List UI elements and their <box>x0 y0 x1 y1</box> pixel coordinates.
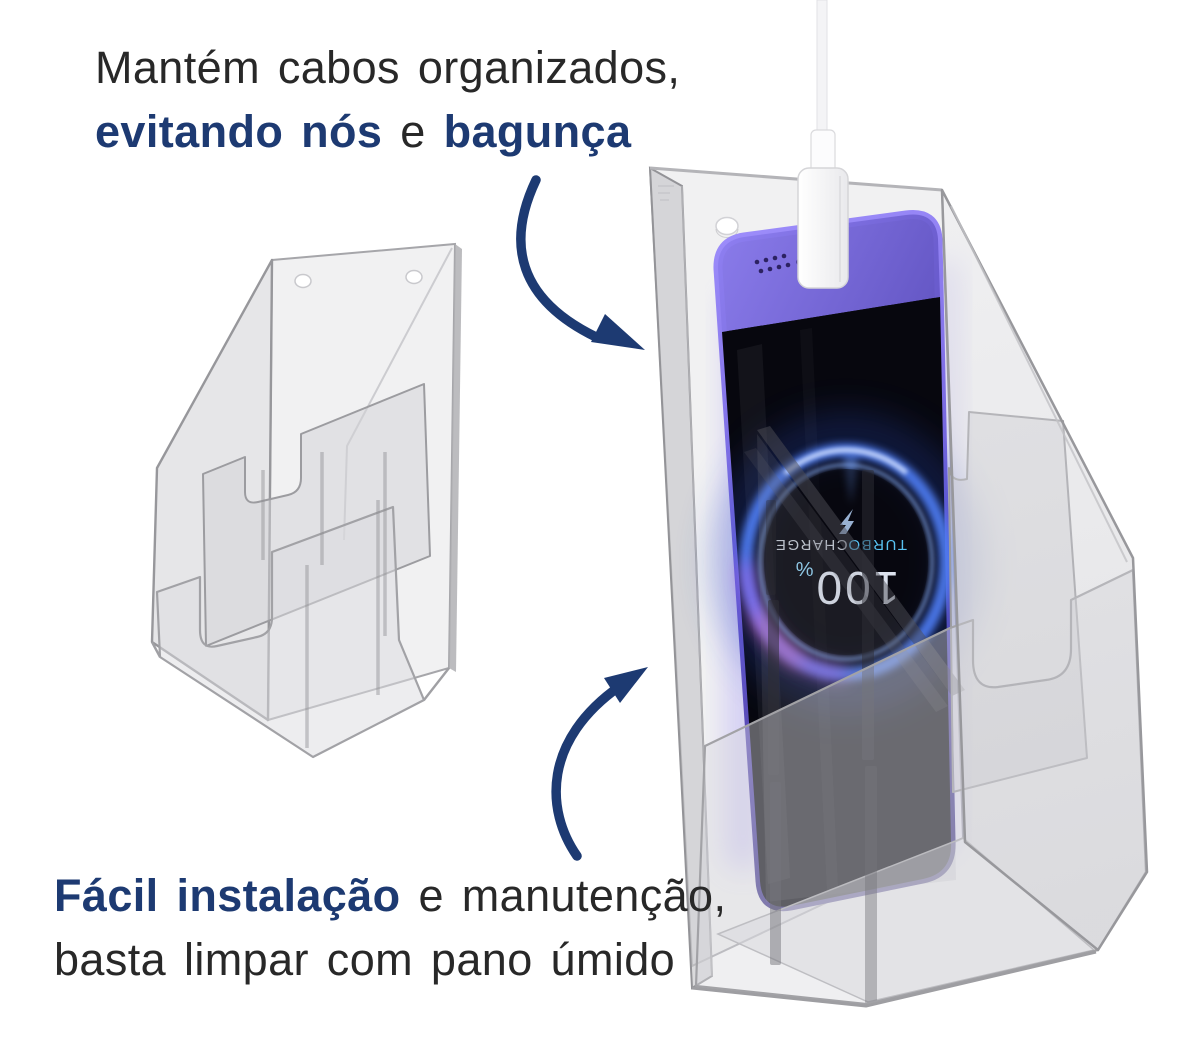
charging-ring <box>716 419 976 705</box>
divider-haze <box>757 434 956 902</box>
cable-wire <box>816 0 828 137</box>
holder-right-left-inner-line <box>681 185 713 977</box>
caption-line: basta limpar com pano úmido <box>54 934 676 985</box>
highlight-text: bagunça <box>443 106 632 157</box>
holder-right-side-panel <box>940 188 1149 952</box>
screw-hole <box>715 216 739 238</box>
holder-right-slope-inner-line <box>950 205 1128 563</box>
holder-left-seams <box>261 452 387 748</box>
caption-line: Fácil instalação e manutenção, <box>54 864 726 928</box>
etched-marks <box>658 185 674 201</box>
cable-plug <box>797 167 849 289</box>
holder-right-bottom-edges <box>691 950 1097 1008</box>
divider-edge-diagonal-2 <box>744 448 948 712</box>
holder-left-divider-panel <box>202 383 431 647</box>
annotation-arrows <box>516 175 648 861</box>
holder-left-edge <box>449 244 462 672</box>
highlight-text: evitando nós <box>95 106 383 157</box>
lightning-bolt-icon <box>839 509 854 534</box>
caption-line: evitando nós e bagunça <box>95 100 680 164</box>
caption-text: e manutenção, <box>400 870 727 921</box>
screw-hole <box>405 269 423 285</box>
screw-hole <box>294 273 312 289</box>
curved-arrow-down-right-icon <box>516 175 645 350</box>
divider-edge-diagonal <box>757 426 965 696</box>
caption-text: e <box>382 106 444 157</box>
acrylic-holder-with-phone-front <box>691 188 1149 1008</box>
holder-left-bottom-edges <box>150 641 450 701</box>
holder-right-top-edge <box>649 166 943 192</box>
usb-cable <box>797 0 849 289</box>
caption-line: Mantém cabos organizados, <box>95 42 681 93</box>
holder-right-seams <box>766 470 877 1004</box>
holder-left-front-panel <box>155 505 426 759</box>
curved-arrow-up-right-icon <box>551 667 648 861</box>
benefit-caption-installation: Fácil instalação e manutenção, basta lim… <box>54 864 726 992</box>
benefit-caption-cables: Mantém cabos organizados, evitando nós e… <box>95 36 680 164</box>
charge-label: CHARGE <box>774 536 847 553</box>
acrylic-holder-empty <box>150 242 462 759</box>
phone-speaker-holes <box>754 253 791 274</box>
highlight-text: Fácil instalação <box>54 870 401 921</box>
